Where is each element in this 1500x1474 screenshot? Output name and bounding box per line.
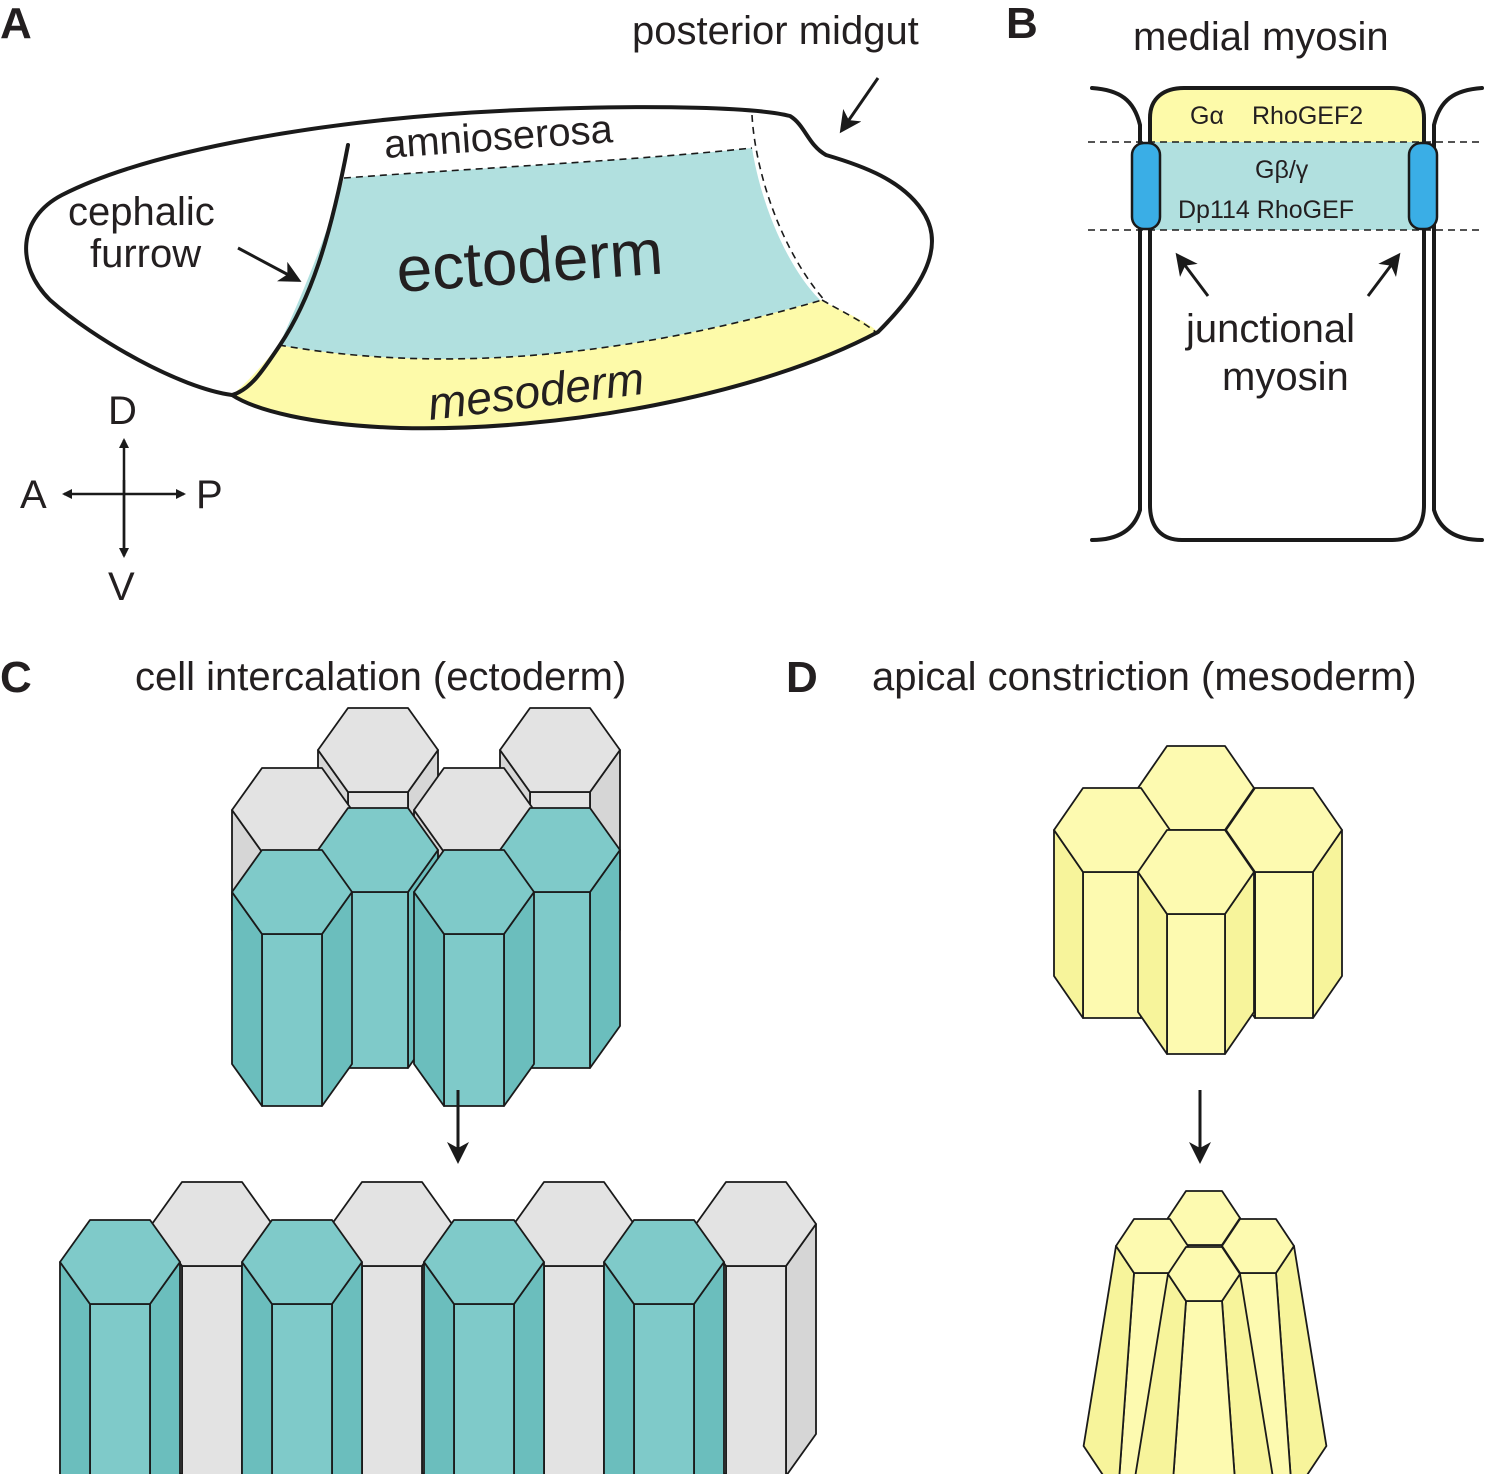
anterior-label: A <box>20 473 47 517</box>
cephalic-furrow-arrow <box>237 246 302 282</box>
embryo-outline <box>24 105 934 431</box>
yellow-cell-front-top <box>1137 829 1255 915</box>
teal-cell-front-1-face-front <box>443 933 505 1107</box>
grey-cell-3-face-right <box>785 1223 817 1474</box>
posterior-label: P <box>196 473 223 517</box>
mesoderm-posterior-boundary <box>821 299 879 335</box>
left-junction <box>1130 141 1162 231</box>
grey-cell-3-face-front <box>725 1265 787 1474</box>
teal-cell-0-top <box>59 1219 181 1305</box>
teal-cell-front-1-top <box>413 849 535 935</box>
panel-c-letter: C <box>0 653 32 702</box>
grey-cell-back-0-top <box>317 707 439 793</box>
teal-cell-front-0-top <box>231 849 353 935</box>
myosin-label: myosin <box>1222 355 1349 399</box>
right-neighbor-membrane <box>1432 86 1484 542</box>
grey-cell-back-1-top <box>499 707 621 793</box>
constricted-cell-front-top <box>1167 1246 1241 1302</box>
posterior-boundary <box>751 114 827 303</box>
panel-d-title: apical constriction (mesoderm) <box>872 655 1417 699</box>
panel-d-letter: D <box>786 653 818 702</box>
panel-c: C cell intercalation (ectoderm) <box>0 653 817 1474</box>
medial-region <box>1150 88 1424 142</box>
mesoderm-region <box>232 300 878 429</box>
grey-cell-2-face-front <box>543 1265 605 1474</box>
grey-cell-0-face-front <box>181 1265 243 1474</box>
panel-a-letter: A <box>0 0 32 48</box>
gbetagamma-label: Gβ/γ <box>1255 156 1309 184</box>
right-junction <box>1407 141 1439 231</box>
dp114-rhogef-label: Dp114 RhoGEF <box>1178 196 1354 224</box>
ectoderm-amnioserosa-boundary <box>343 147 753 179</box>
panel-d: D apical constriction (mesoderm) <box>786 653 1417 1474</box>
junctional-arrow-left <box>1175 252 1210 297</box>
constricted-cell-left-top <box>1115 1218 1189 1274</box>
posterior-midgut-arrow <box>839 77 880 134</box>
teal-cell-0-face-front <box>89 1303 151 1474</box>
junctional-band <box>1150 142 1424 230</box>
teal-cell-3-face-front <box>633 1303 695 1474</box>
medial-myosin-title: medial myosin <box>1133 15 1389 59</box>
ventral-label: V <box>108 565 135 609</box>
dorsal-label: D <box>108 389 137 433</box>
yellow-cell-right-top <box>1225 787 1343 873</box>
ectoderm-mesoderm-boundary <box>278 299 823 360</box>
teal-cell-2-top <box>423 1219 545 1305</box>
constriction-before <box>1053 745 1343 1055</box>
intercalation-after <box>59 1181 817 1474</box>
constriction-after <box>1082 1190 1328 1474</box>
teal-cell-back-0-face-front <box>347 891 409 1069</box>
yellow-cell-front-face-front <box>1166 913 1226 1055</box>
teal-cell-1-top <box>241 1219 363 1305</box>
panel-c-title: cell intercalation (ectoderm) <box>135 655 626 699</box>
left-neighbor-membrane <box>1090 86 1142 542</box>
yellow-cell-left-face-front <box>1082 871 1142 1019</box>
panel-b: B medial myosin Gα RhoGEF2 Gβ/γ Dp114 Rh… <box>1006 0 1484 542</box>
galpha-label: Gα <box>1190 102 1224 130</box>
panel-b-letter: B <box>1006 0 1038 48</box>
teal-cell-3-top <box>603 1219 725 1305</box>
cephalic-label: cephalic <box>68 190 215 234</box>
junctional-arrow-right <box>1366 252 1401 297</box>
rhogef2-label: RhoGEF2 <box>1252 102 1363 130</box>
teal-cell-1-face-front <box>271 1303 333 1474</box>
posterior-midgut-label: posterior midgut <box>632 9 919 53</box>
ectoderm-region <box>279 148 820 359</box>
teal-cell-back-1-face-front <box>529 891 591 1069</box>
intercalation-before <box>231 707 621 1107</box>
junctional-label: junctional <box>1185 307 1355 351</box>
panel-a: A posterior midgut amnioserosa cephalic … <box>0 0 934 609</box>
yellow-cell-right-face-front <box>1254 871 1314 1019</box>
axis-compass: D V A P <box>20 389 223 609</box>
cephalic-furrow-line <box>230 143 350 397</box>
teal-cell-2-face-front <box>453 1303 515 1474</box>
grey-cell-1-face-front <box>361 1265 423 1474</box>
teal-cell-front-0-face-front <box>261 933 323 1107</box>
grey-cell-3-top <box>695 1181 817 1267</box>
furrow-label: furrow <box>90 232 201 276</box>
